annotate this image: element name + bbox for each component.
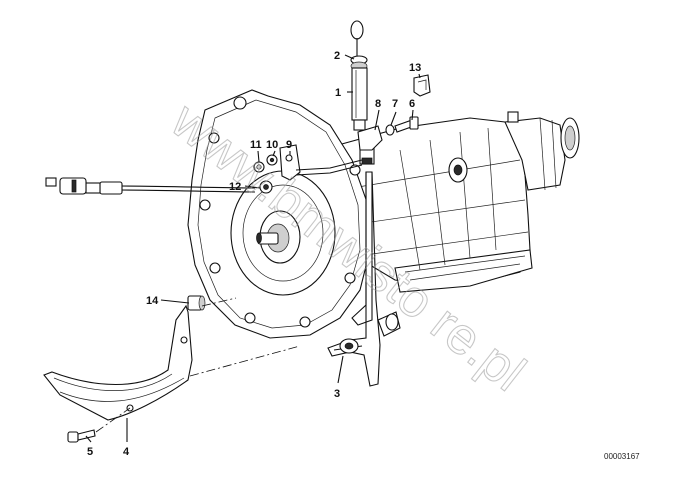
callout-7: 7 — [392, 98, 398, 110]
callout-3: 3 — [334, 388, 340, 400]
callout-9: 9 — [286, 139, 292, 151]
callout-11: 11 — [250, 139, 262, 151]
callout-14: 14 — [146, 295, 159, 307]
bracket-parts — [253, 125, 383, 194]
callout-5: 5 — [87, 446, 93, 458]
leader-lines — [85, 54, 421, 443]
callout-1: 1 — [335, 87, 341, 99]
drawing-number: 00003167 — [604, 452, 640, 461]
callout-10: 10 — [266, 139, 278, 151]
cover-plate-parts — [43, 295, 301, 443]
callout-2: 2 — [334, 50, 340, 62]
bolt-and-clip-parts — [385, 74, 431, 136]
callout-13: 13 — [409, 62, 421, 74]
callout-8: 8 — [375, 98, 381, 110]
callout-6: 6 — [409, 98, 415, 110]
callout-4: 4 — [123, 446, 130, 458]
dipstick — [350, 20, 368, 151]
callout-labels: 1 2 3 4 5 6 7 8 9 10 11 12 13 14 — [87, 50, 421, 458]
dipstick-tube — [327, 147, 401, 387]
kickdown-cable — [45, 177, 256, 195]
callout-12: 12 — [229, 181, 241, 193]
